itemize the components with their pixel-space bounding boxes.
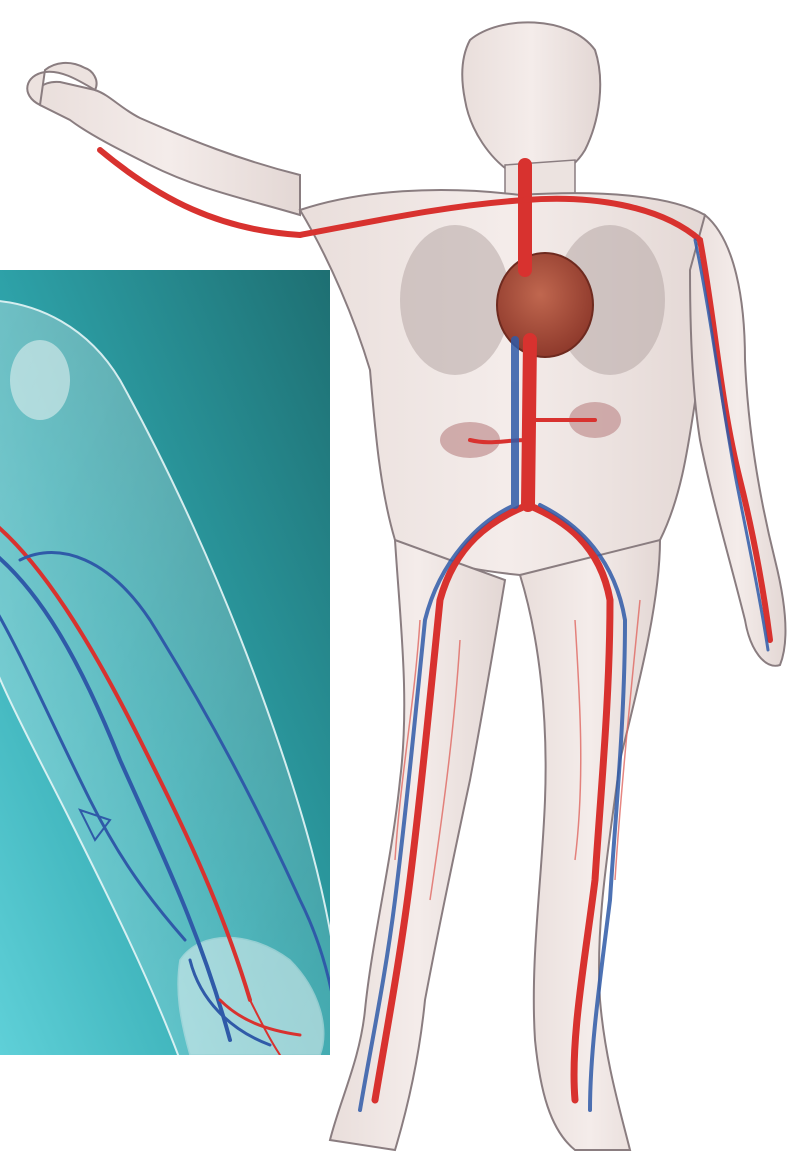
elbow-joint [10, 340, 70, 420]
